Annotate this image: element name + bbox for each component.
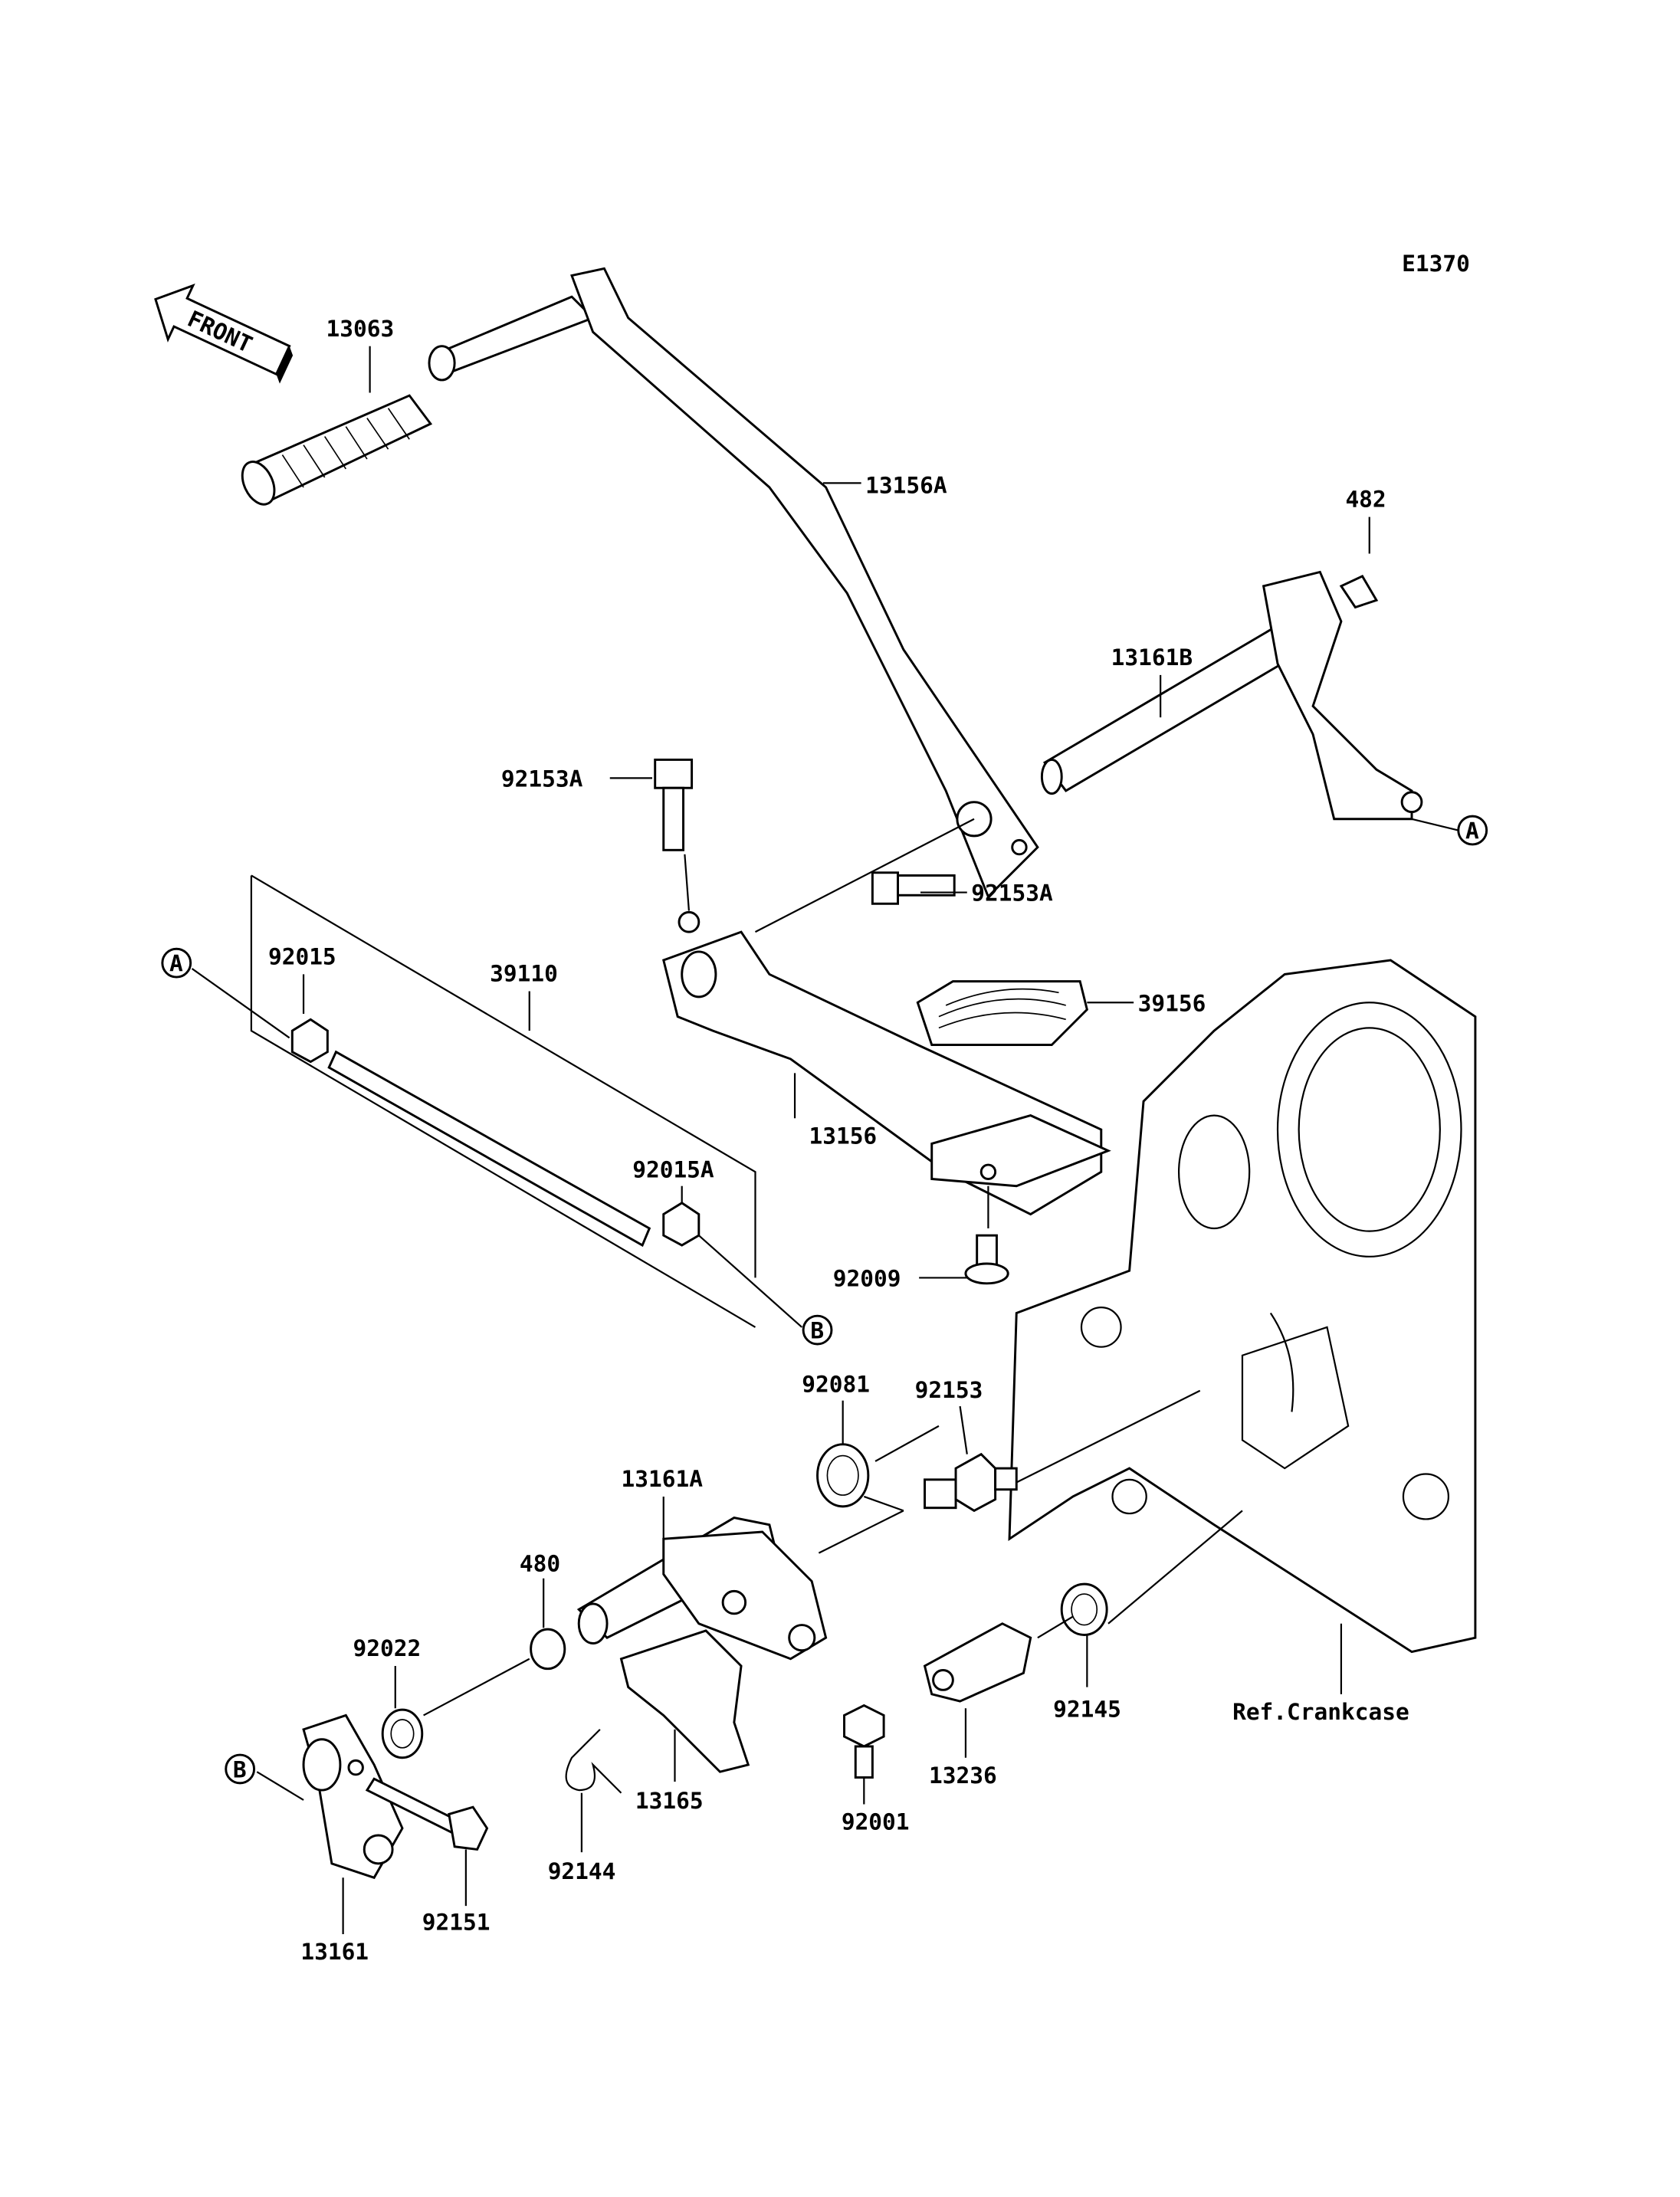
- svg-text:B: B: [810, 1318, 824, 1344]
- part-label[interactable]: 92153A: [971, 880, 1053, 907]
- front-arrow-icon: FRONT: [154, 284, 294, 384]
- spring-92144: [565, 1729, 622, 1794]
- part-labels: E1370 13063 13156A 482 13161B 92153A 921…: [268, 251, 1470, 1965]
- shift-arm-13161: [302, 1713, 404, 1880]
- spring-92081: [816, 1443, 904, 1512]
- ref-marker-b-right: B: [802, 1314, 833, 1346]
- part-label[interactable]: 13161: [300, 1939, 369, 1965]
- part-label[interactable]: 13161B: [1111, 644, 1193, 671]
- part-label[interactable]: 92022: [353, 1635, 422, 1661]
- crankcase-reference: [1008, 959, 1477, 1654]
- part-label[interactable]: 13161A: [621, 1466, 703, 1492]
- shift-lever-upper: [428, 267, 1039, 899]
- part-label[interactable]: 13156: [809, 1123, 877, 1149]
- tie-rod-assembly: [250, 874, 756, 1328]
- leader-lines: [191, 346, 1459, 1934]
- screw-92009: [964, 1234, 1009, 1285]
- ref-marker-a-right: A: [1457, 815, 1488, 846]
- spring-92145: [1060, 1582, 1108, 1636]
- part-label[interactable]: 92009: [833, 1265, 901, 1291]
- part-label[interactable]: 92151: [422, 1909, 491, 1935]
- shift-pedal-pad: [916, 980, 1088, 1046]
- part-label[interactable]: 13156A: [865, 472, 947, 498]
- circlip-480: [530, 1628, 566, 1671]
- part-label[interactable]: 92001: [842, 1809, 910, 1835]
- bolt-92001: [843, 1703, 885, 1779]
- part-label[interactable]: 13236: [929, 1763, 997, 1789]
- part-label[interactable]: 92081: [802, 1372, 870, 1398]
- ref-marker-a-left: A: [161, 947, 192, 979]
- part-label[interactable]: 13165: [635, 1788, 704, 1814]
- washer-hole: [390, 1719, 415, 1749]
- washer-92022: [381, 1708, 424, 1759]
- svg-text:A: A: [1465, 818, 1479, 844]
- ref-marker-b-left: B: [225, 1753, 256, 1785]
- part-label[interactable]: 92153A: [501, 766, 583, 792]
- crankcase-label: Ref.Crankcase: [1232, 1699, 1409, 1725]
- bolt-92153A-lower: [871, 871, 956, 905]
- part-label[interactable]: 92145: [1053, 1696, 1121, 1722]
- plate-13165: [619, 1629, 750, 1773]
- stopper-hole: [932, 1669, 954, 1691]
- part-label[interactable]: 92015A: [632, 1157, 714, 1183]
- part-label[interactable]: 92153: [915, 1377, 983, 1403]
- part-label[interactable]: 92015: [268, 944, 336, 970]
- shift-shaft-arm: [576, 1517, 828, 1661]
- part-label[interactable]: 480: [520, 1551, 560, 1577]
- part-label[interactable]: 13063: [326, 316, 395, 342]
- part-label[interactable]: 39110: [490, 961, 558, 987]
- pin-92153: [924, 1452, 1018, 1513]
- part-label[interactable]: 482: [1345, 487, 1386, 513]
- part-label[interactable]: 92144: [548, 1858, 616, 1884]
- bolt-92153A: [654, 758, 694, 851]
- shift-pedal-rubber: [241, 394, 433, 506]
- bolt-92151: [365, 1777, 489, 1851]
- svg-text:A: A: [169, 951, 183, 977]
- shift-shaft-upper: [1040, 570, 1423, 821]
- diagram-id: E1370: [1402, 251, 1470, 277]
- part-label[interactable]: 39156: [1138, 990, 1206, 1016]
- shift-lever-lower: [661, 910, 1111, 1216]
- svg-text:B: B: [233, 1757, 247, 1783]
